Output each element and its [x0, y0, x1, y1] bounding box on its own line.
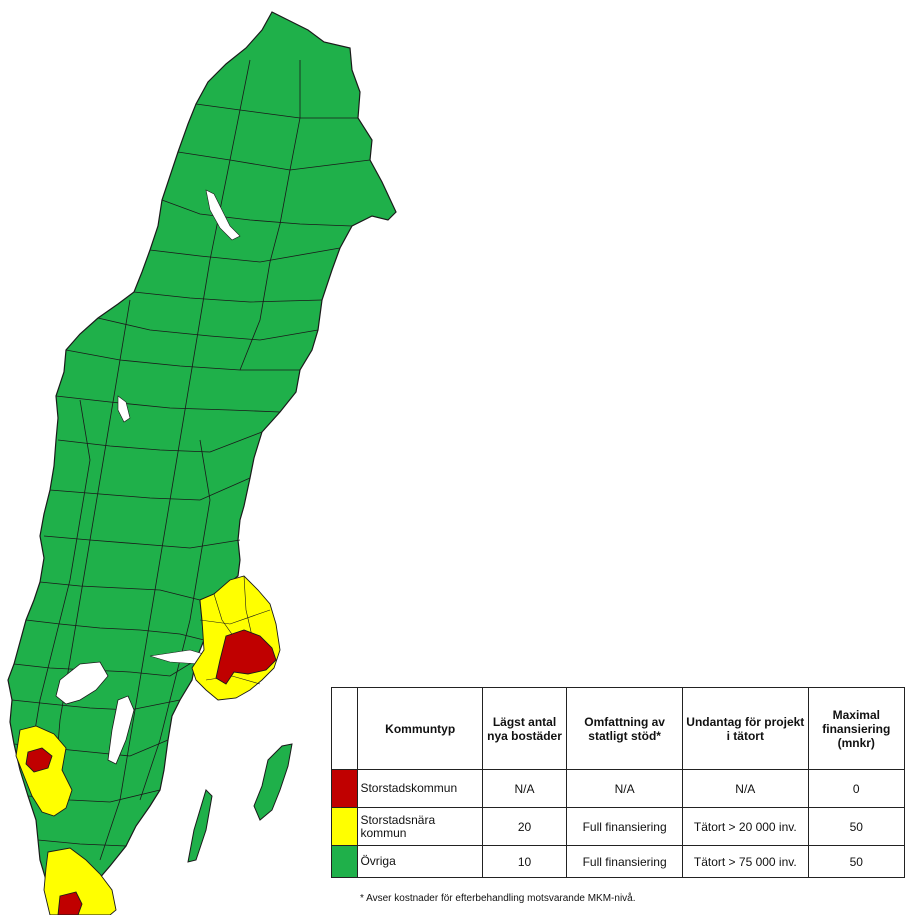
swatch-storstad — [330, 769, 359, 808]
table-row: Storstadskommun N/A N/A N/A 0 — [330, 769, 905, 808]
cell-maximal: 0 — [807, 769, 905, 808]
sweden-mainland — [7, 11, 397, 915]
cell-kommuntyp: Storstadsnära kommun — [357, 807, 483, 846]
table-row: Övriga 10 Full finansiering Tätort > 75 … — [330, 845, 905, 878]
table-row: Storstadsnära kommun 20 Full finansierin… — [330, 807, 905, 846]
cell-undantag: Tätort > 20 000 inv. — [682, 807, 809, 846]
footnote: * Avser kostnader för efterbehandling mo… — [360, 893, 636, 904]
lake-vattern — [107, 695, 135, 765]
cell-lagst: N/A — [481, 769, 568, 808]
swatch-storstadsnara — [330, 807, 359, 846]
header-maximal: Maximal finansiering (mnkr) — [807, 687, 905, 770]
header-undantag: Undantag för projekt i tätort — [682, 687, 809, 770]
cell-omfattning: N/A — [566, 769, 684, 808]
header-lagst: Lägst antal nya bostäder — [481, 687, 568, 770]
swatch-ovriga — [330, 845, 359, 878]
header-omfattning: Omfattning av statligt stöd* — [566, 687, 684, 770]
cell-kommuntyp: Storstadskommun — [357, 769, 483, 808]
oland — [187, 789, 213, 863]
stockholm-borders — [199, 575, 271, 685]
lake-vanern — [55, 661, 109, 705]
cell-lagst: 20 — [481, 807, 568, 846]
storstadsnara-goteborg — [15, 725, 73, 817]
cell-kommuntyp: Övriga — [357, 845, 483, 878]
lake-north-1 — [205, 189, 241, 241]
storstad-goteborg — [25, 747, 53, 773]
storstad-malmo — [57, 891, 83, 915]
cell-undantag: N/A — [682, 769, 809, 808]
sweden-municipality-map — [7, 11, 397, 915]
table-header-row: Kommuntyp Lägst antal nya bostäder Omfat… — [330, 687, 905, 770]
kommuntyp-table: Kommuntyp Lägst antal nya bostäder Omfat… — [330, 687, 905, 878]
cell-omfattning: Full finansiering — [566, 845, 684, 878]
cell-undantag: Tätort > 75 000 inv. — [682, 845, 809, 878]
swatch-header — [330, 687, 359, 770]
storstad-stockholm — [215, 629, 277, 685]
header-kommuntyp: Kommuntyp — [357, 687, 483, 770]
gotland — [253, 743, 293, 821]
cell-maximal: 50 — [807, 845, 905, 878]
cell-lagst: 10 — [481, 845, 568, 878]
cell-omfattning: Full finansiering — [566, 807, 684, 846]
lake-north-2 — [117, 395, 131, 423]
cell-maximal: 50 — [807, 807, 905, 846]
